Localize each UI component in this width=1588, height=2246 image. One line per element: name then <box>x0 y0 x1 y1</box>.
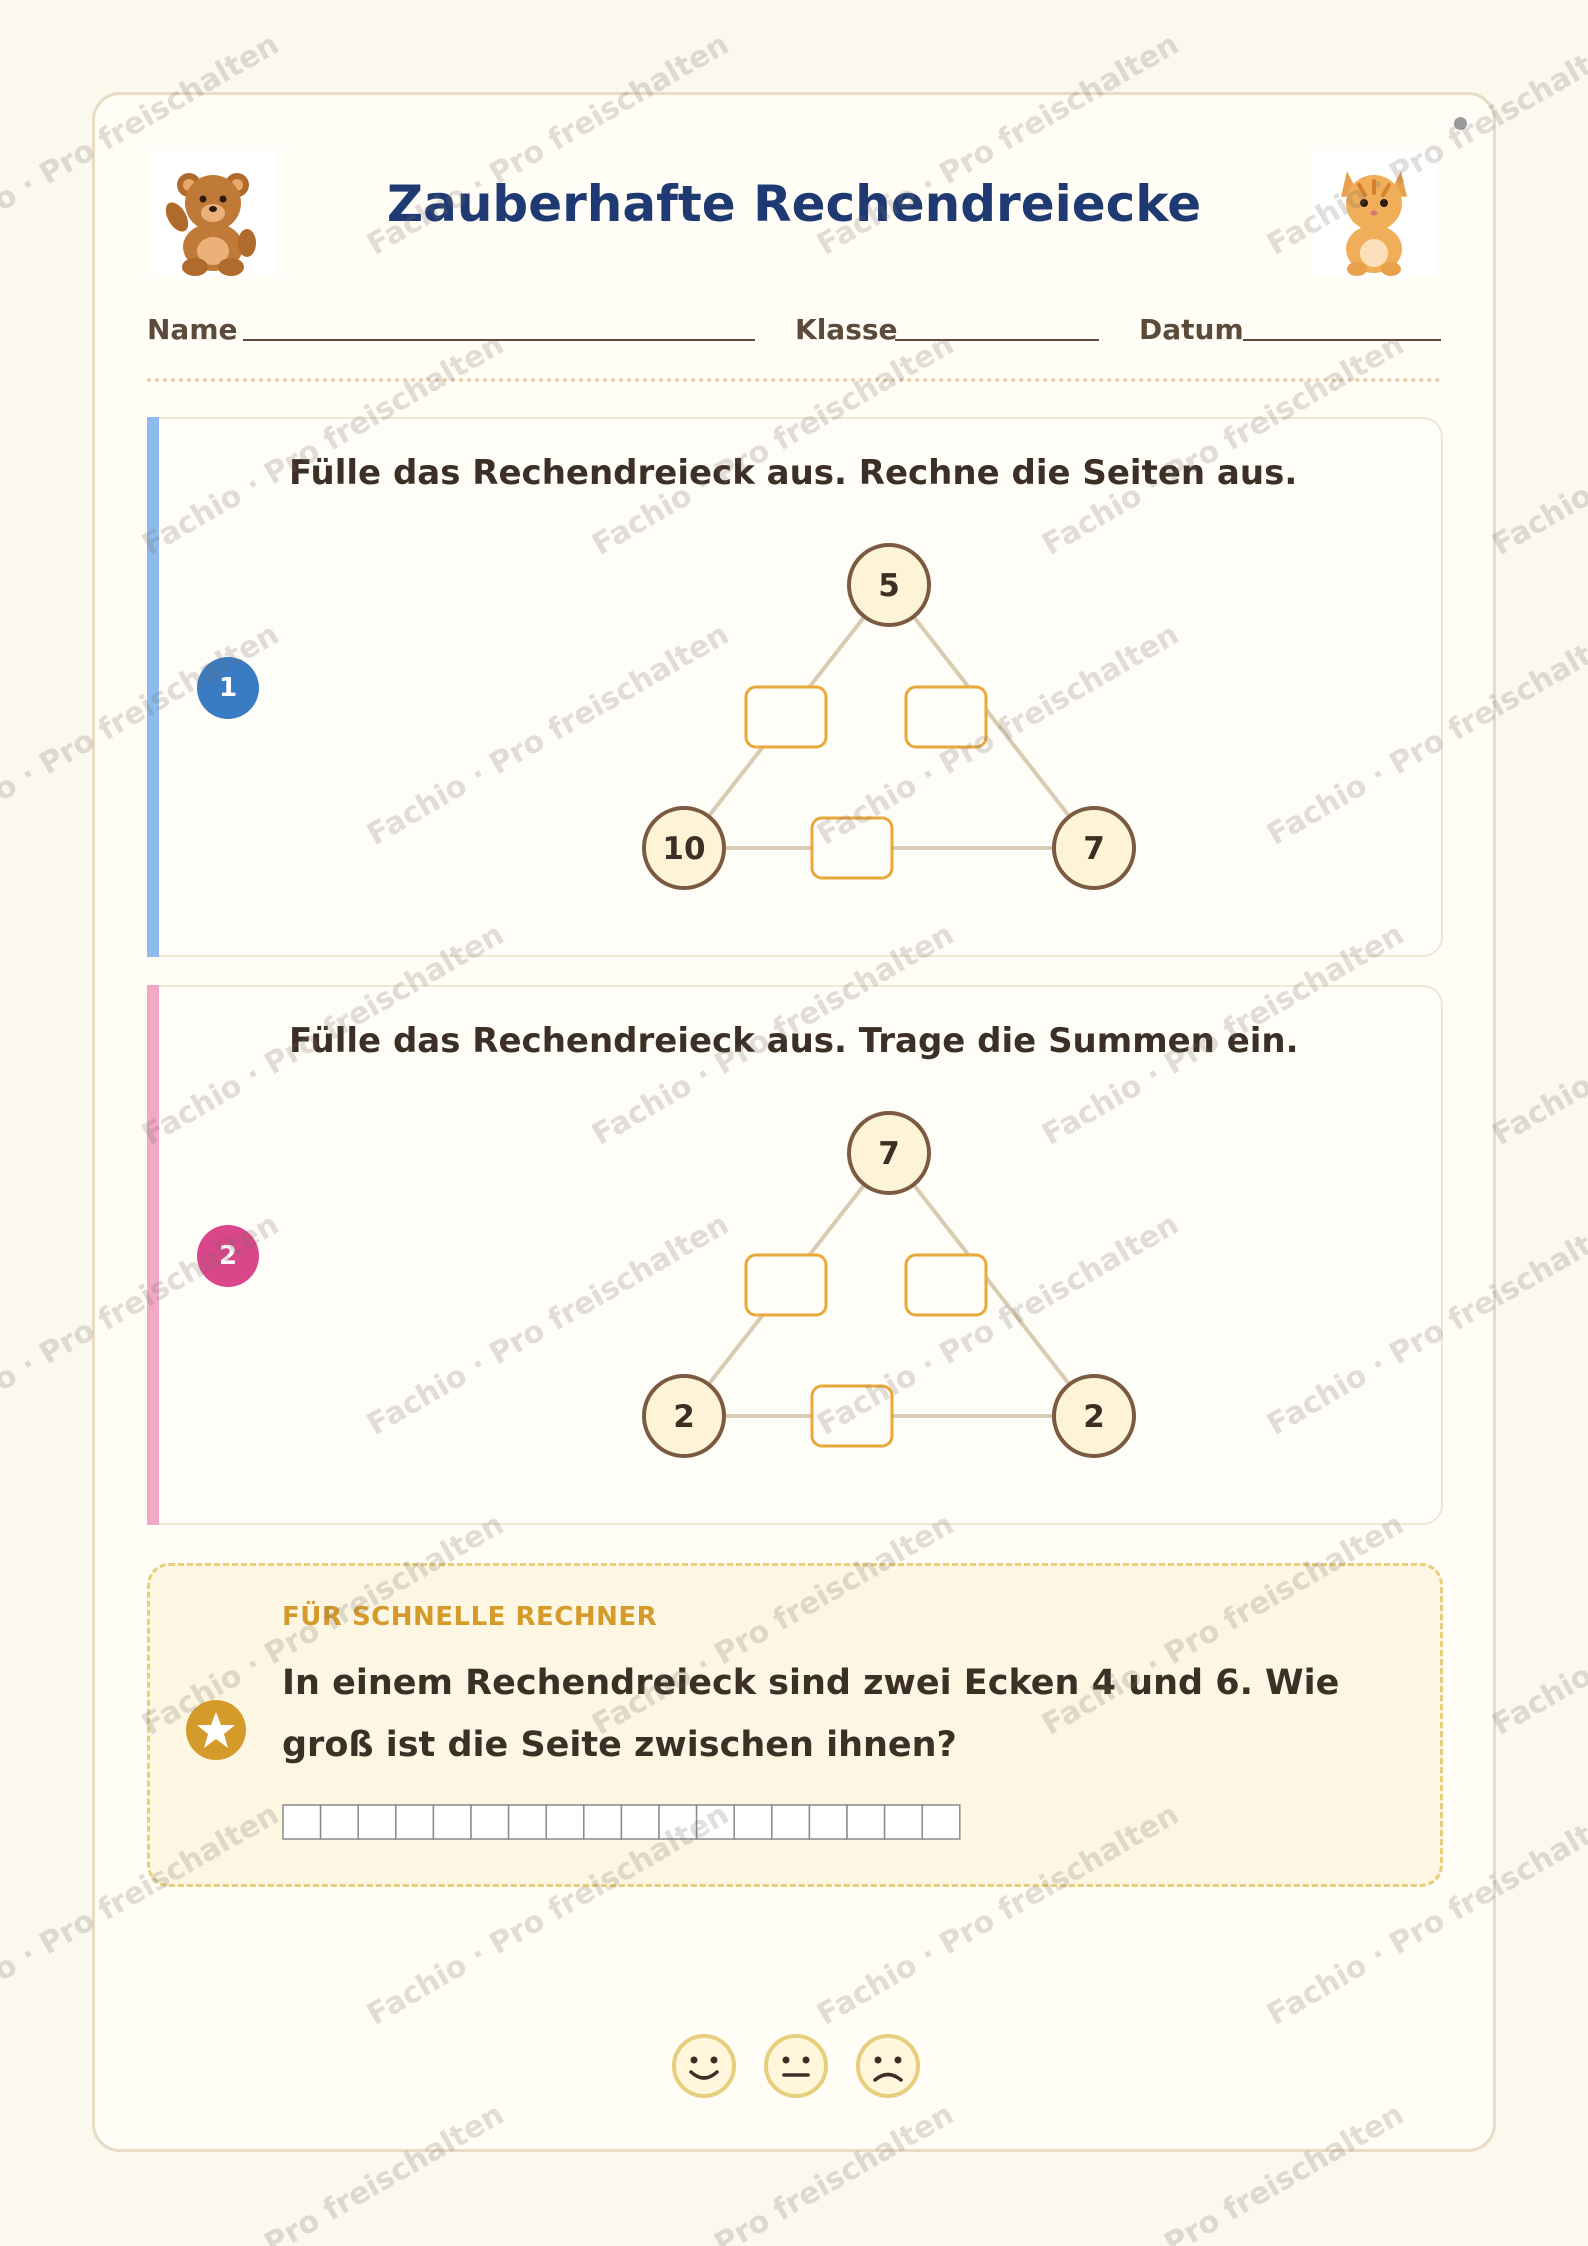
corner-value-left: 10 <box>662 831 705 867</box>
answer-cell[interactable] <box>507 1804 547 1840</box>
answer-cell[interactable] <box>395 1804 435 1840</box>
answer-grid[interactable] <box>282 1804 962 1844</box>
date-field[interactable] <box>1243 339 1441 341</box>
watermark-text: Fachio · Pro freischalten <box>1486 2097 1588 2246</box>
corner-value-top: 5 <box>878 568 900 604</box>
corner-circle-right <box>1052 1374 1136 1458</box>
header-divider <box>147 378 1441 382</box>
side-answer-box-bottom[interactable] <box>810 1384 894 1448</box>
task-accent-bar <box>147 417 159 957</box>
corner-dot <box>1454 117 1467 130</box>
name-label: Name <box>147 313 238 346</box>
answer-cell[interactable] <box>583 1804 623 1840</box>
side-answer-box-right[interactable] <box>904 1253 988 1317</box>
corner-circle-left <box>642 806 726 890</box>
corner-value-right: 2 <box>1083 1399 1105 1435</box>
answer-cell[interactable] <box>545 1804 585 1840</box>
answer-cell[interactable] <box>319 1804 359 1840</box>
side-answer-box-right[interactable] <box>904 685 988 749</box>
number-triangle: 7 2 2 <box>642 1111 1136 1458</box>
side-answer-box-bottom[interactable] <box>810 816 894 880</box>
answer-cell[interactable] <box>883 1804 923 1840</box>
cat-icon <box>1311 151 1437 277</box>
self-assessment <box>95 2033 1493 2101</box>
bonus-challenge: FÜR SCHNELLE RECHNER In einem Rechendrei… <box>147 1563 1443 1887</box>
class-label: Klasse <box>795 313 898 346</box>
corner-value-right: 7 <box>1083 831 1105 867</box>
name-field[interactable] <box>243 339 755 341</box>
watermark-text: Fachio · Pro freischalten <box>1486 1507 1588 1743</box>
task-1: 1 Fülle das Rechendreieck aus. Rechne di… <box>147 417 1443 957</box>
watermark-text: Fachio · Pro freischalten <box>1486 327 1588 563</box>
task-2: 2 Fülle das Rechendreieck aus. Trage die… <box>147 985 1443 1525</box>
star-icon <box>186 1700 246 1760</box>
answer-cell[interactable] <box>658 1804 698 1840</box>
answer-cell[interactable] <box>357 1804 397 1840</box>
answer-cell[interactable] <box>808 1804 848 1840</box>
answer-cell[interactable] <box>282 1804 322 1840</box>
task-number-badge: 2 <box>197 1225 259 1287</box>
date-label: Datum <box>1139 313 1244 346</box>
class-field[interactable] <box>895 339 1099 341</box>
answer-cell[interactable] <box>846 1804 886 1840</box>
corner-circle-top <box>847 543 931 627</box>
corner-value-top: 7 <box>878 1136 900 1172</box>
corner-value-left: 2 <box>673 1399 695 1435</box>
number-triangle: 5 10 7 <box>642 543 1136 890</box>
challenge-kicker: FÜR SCHNELLE RECHNER <box>282 1602 658 1632</box>
side-answer-box-left[interactable] <box>744 685 828 749</box>
answer-cell[interactable] <box>470 1804 510 1840</box>
answer-cell[interactable] <box>771 1804 811 1840</box>
corner-circle-right <box>1052 806 1136 890</box>
sad-face-icon[interactable] <box>855 2033 921 2099</box>
answer-cell[interactable] <box>695 1804 735 1840</box>
task-instruction: Fülle das Rechendreieck aus. Trage die S… <box>289 1021 1299 1061</box>
corner-circle-top <box>847 1111 931 1195</box>
task-instruction: Fülle das Rechendreieck aus. Rechne die … <box>289 453 1298 493</box>
worksheet: Zauberhafte Rechendreiecke Name Klasse D… <box>92 92 1496 2152</box>
watermark-text: Fachio · Pro freischalten <box>1486 917 1588 1153</box>
task-number-badge: 1 <box>197 657 259 719</box>
task-accent-bar <box>147 985 159 1525</box>
worksheet-title: Zauberhafte Rechendreiecke <box>386 175 1202 233</box>
neutral-face-icon[interactable] <box>763 2033 829 2099</box>
happy-face-icon[interactable] <box>671 2033 737 2099</box>
answer-cell[interactable] <box>432 1804 472 1840</box>
challenge-question: In einem Rechendreieck sind zwei Ecken 4… <box>282 1663 1340 1765</box>
corner-circle-left <box>642 1374 726 1458</box>
answer-cell[interactable] <box>921 1804 961 1840</box>
teddy-bear-icon <box>151 151 277 277</box>
answer-cell[interactable] <box>620 1804 660 1840</box>
side-answer-box-left[interactable] <box>744 1253 828 1317</box>
answer-cell[interactable] <box>733 1804 773 1840</box>
